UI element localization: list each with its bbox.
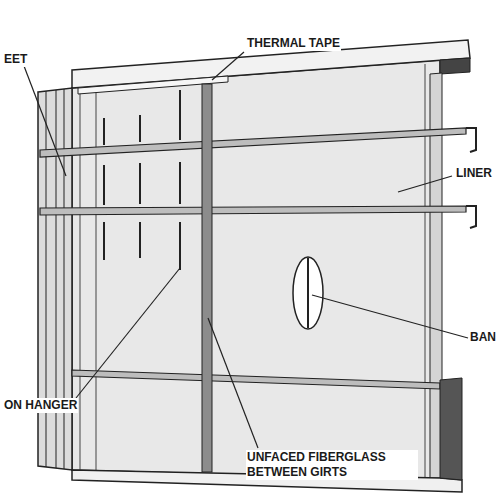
fiberglass-strip <box>202 84 212 472</box>
part-label: BAN <box>469 330 497 345</box>
frame-line <box>425 64 426 478</box>
eave-trim <box>440 58 470 74</box>
part-label: ON HANGER <box>3 398 78 413</box>
frame-line <box>80 88 81 470</box>
part-label: THERMAL TAPE <box>246 36 341 51</box>
girts <box>40 128 476 389</box>
frame-line <box>96 86 97 470</box>
part-label: EET <box>3 52 28 67</box>
cutout <box>293 257 323 329</box>
part-label: LINER <box>455 166 493 181</box>
base-trim <box>440 378 462 480</box>
hangers <box>104 90 180 270</box>
liner-panel <box>72 60 440 480</box>
band <box>307 258 309 328</box>
part-label: UNFACED FIBERGLASS BETWEEN GIRTS <box>246 450 418 480</box>
leader-lines <box>24 52 468 448</box>
